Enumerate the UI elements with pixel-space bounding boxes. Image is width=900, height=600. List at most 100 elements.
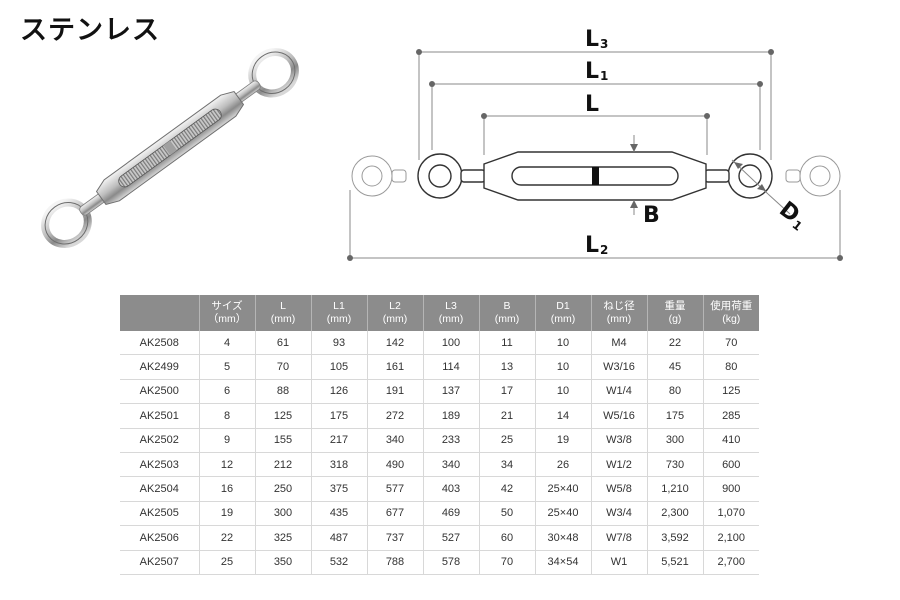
table-cell: M4 [591, 331, 648, 356]
table-cell: 21 [479, 403, 536, 429]
table-cell: W3/8 [591, 428, 648, 453]
column-header: L2(mm) [367, 295, 424, 331]
table-cell: W1/2 [591, 452, 648, 478]
table-cell: 189 [423, 403, 480, 429]
column-header-unit: (mm) [494, 313, 520, 325]
table-cell: 2,300 [647, 501, 704, 527]
table-cell: 191 [367, 379, 424, 405]
column-header-name: L3 [445, 300, 457, 312]
column-header: 重量(g) [647, 295, 704, 331]
table-cell: 114 [423, 354, 480, 380]
table-cell: 45 [647, 354, 704, 380]
table-cell: 1,210 [647, 476, 704, 502]
column-header-unit: (mm) [550, 313, 576, 325]
column-header: L(mm) [255, 295, 312, 331]
table-cell: 16 [199, 476, 256, 502]
table-cell: W5/8 [591, 476, 648, 502]
table-cell: 272 [367, 403, 424, 429]
product-code-cell: AK2504 [120, 476, 200, 502]
product-code-cell: AK2505 [120, 501, 200, 527]
table-header-row: サイズ（mm）L(mm)L1(mm)L2(mm)L3(mm)B(mm)D1(mm… [120, 295, 759, 331]
table-cell: 300 [255, 501, 312, 527]
table-cell: 2,100 [703, 525, 759, 551]
table-cell: W1 [591, 550, 648, 575]
table-cell: 487 [311, 525, 368, 551]
table-cell: 19 [535, 428, 592, 453]
table-cell: W3/16 [591, 354, 648, 380]
table-cell: 13 [479, 354, 536, 380]
product-code-cell: AK2500 [120, 379, 200, 405]
table-cell: 5,521 [647, 550, 704, 575]
table-cell: 10 [535, 354, 592, 380]
product-code-cell: AK2507 [120, 550, 200, 575]
column-header: サイズ（mm） [199, 295, 256, 331]
table-cell: 155 [255, 428, 312, 453]
table-cell: 126 [311, 379, 368, 405]
table-cell: 527 [423, 525, 480, 551]
table-cell: 350 [255, 550, 312, 575]
table-cell: 105 [311, 354, 368, 380]
product-code-cell: AK2501 [120, 403, 200, 429]
column-header: B(mm) [479, 295, 536, 331]
spec-table: サイズ（mm）L(mm)L1(mm)L2(mm)L3(mm)B(mm)D1(mm… [120, 295, 759, 575]
column-header-name: L [280, 300, 286, 312]
table-cell: 4 [199, 331, 256, 356]
table-cell: 34×54 [535, 550, 592, 575]
table-cell: 900 [703, 476, 759, 502]
table-cell: 410 [703, 428, 759, 453]
table-cell: 175 [647, 403, 704, 429]
column-header-name: サイズ [211, 300, 243, 312]
column-header-name: L2 [389, 300, 401, 312]
turnbuckle-photo [41, 48, 299, 248]
table-cell: 8 [199, 403, 256, 429]
column-header: ねじ径(mm) [591, 295, 648, 331]
table-cell: 1,070 [703, 501, 759, 527]
table-cell: 212 [255, 452, 312, 478]
column-header-unit: (mm) [606, 313, 632, 325]
table-cell: 325 [255, 525, 312, 551]
table-cell: 532 [311, 550, 368, 575]
table-cell: 788 [367, 550, 424, 575]
table-cell: 125 [703, 379, 759, 405]
product-code-cell: AK2506 [120, 525, 200, 551]
table-cell: 375 [311, 476, 368, 502]
dim-label-l2: L2 [585, 233, 608, 258]
table-cell: 125 [255, 403, 312, 429]
dimension-diagram: L3 L1 L B D1 L2 [347, 27, 843, 261]
table-cell: 730 [647, 452, 704, 478]
table-cell: 737 [367, 525, 424, 551]
table-cell: 318 [311, 452, 368, 478]
table-cell: 469 [423, 501, 480, 527]
table-cell: 403 [423, 476, 480, 502]
column-header-unit: (mm) [326, 313, 352, 325]
table-cell: 25×40 [535, 476, 592, 502]
table-cell: 175 [311, 403, 368, 429]
table-cell: 578 [423, 550, 480, 575]
column-header-name: L1 [333, 300, 345, 312]
table-cell: 17 [479, 379, 536, 405]
table-cell: 142 [367, 331, 424, 356]
table-cell: 10 [535, 331, 592, 356]
table-cell: 9 [199, 428, 256, 453]
table-cell: 217 [311, 428, 368, 453]
column-header-name: ねじ径 [603, 300, 635, 312]
table-cell: 70 [255, 354, 312, 380]
page-title: ステンレス [20, 15, 160, 46]
table-cell: 88 [255, 379, 312, 405]
table-cell: 80 [647, 379, 704, 405]
dim-label-l: L [585, 92, 599, 117]
column-header: L3(mm) [423, 295, 480, 331]
table-cell: W5/16 [591, 403, 648, 429]
table-cell: 30×48 [535, 525, 592, 551]
table-cell: 677 [367, 501, 424, 527]
table-cell: W7/8 [591, 525, 648, 551]
table-cell: W3/4 [591, 501, 648, 527]
